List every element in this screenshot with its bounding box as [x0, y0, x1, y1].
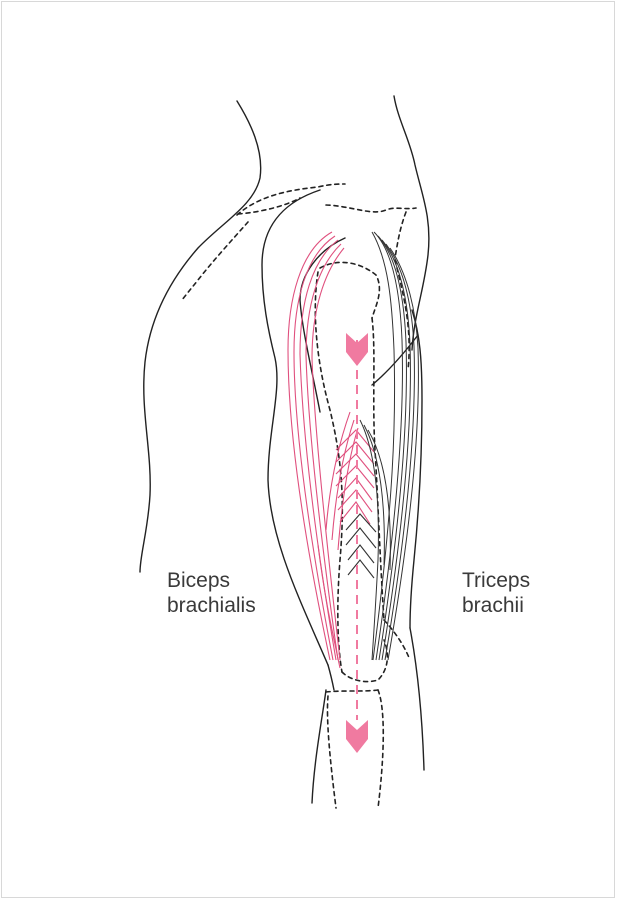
biceps-label-line1: Biceps — [167, 568, 256, 593]
body-outline — [140, 96, 429, 803]
shoulder-joint-dotted — [326, 205, 416, 212]
clavicle-dotted — [237, 184, 345, 215]
biceps-label: Biceps brachialis — [167, 568, 256, 618]
upper-arm-front-outline — [262, 190, 328, 665]
triceps-label-line2: brachii — [462, 593, 530, 618]
biceps-inner-outline — [300, 238, 345, 412]
torso-outline — [140, 101, 261, 572]
forearm-back-outline — [410, 628, 424, 770]
triceps-label: Triceps brachii — [462, 568, 530, 618]
forearm-front-outline — [312, 690, 326, 803]
spine-dotted — [182, 222, 248, 300]
scapula-dotted — [238, 198, 300, 214]
triceps-label-line1: Triceps — [462, 568, 530, 593]
radius-dotted — [327, 696, 336, 808]
upper-arm-back-outline — [394, 96, 429, 350]
elbow-crease — [328, 665, 334, 690]
biceps-label-line2: brachialis — [167, 593, 256, 618]
arrow-down-icon — [346, 333, 368, 366]
arrow-down-icon — [346, 720, 368, 753]
triceps-chevrons — [346, 514, 376, 578]
elbow-dotted — [342, 640, 387, 682]
acromion-dotted — [395, 212, 406, 258]
triceps-outer-outline — [410, 310, 422, 628]
ulna-dotted — [378, 690, 383, 808]
